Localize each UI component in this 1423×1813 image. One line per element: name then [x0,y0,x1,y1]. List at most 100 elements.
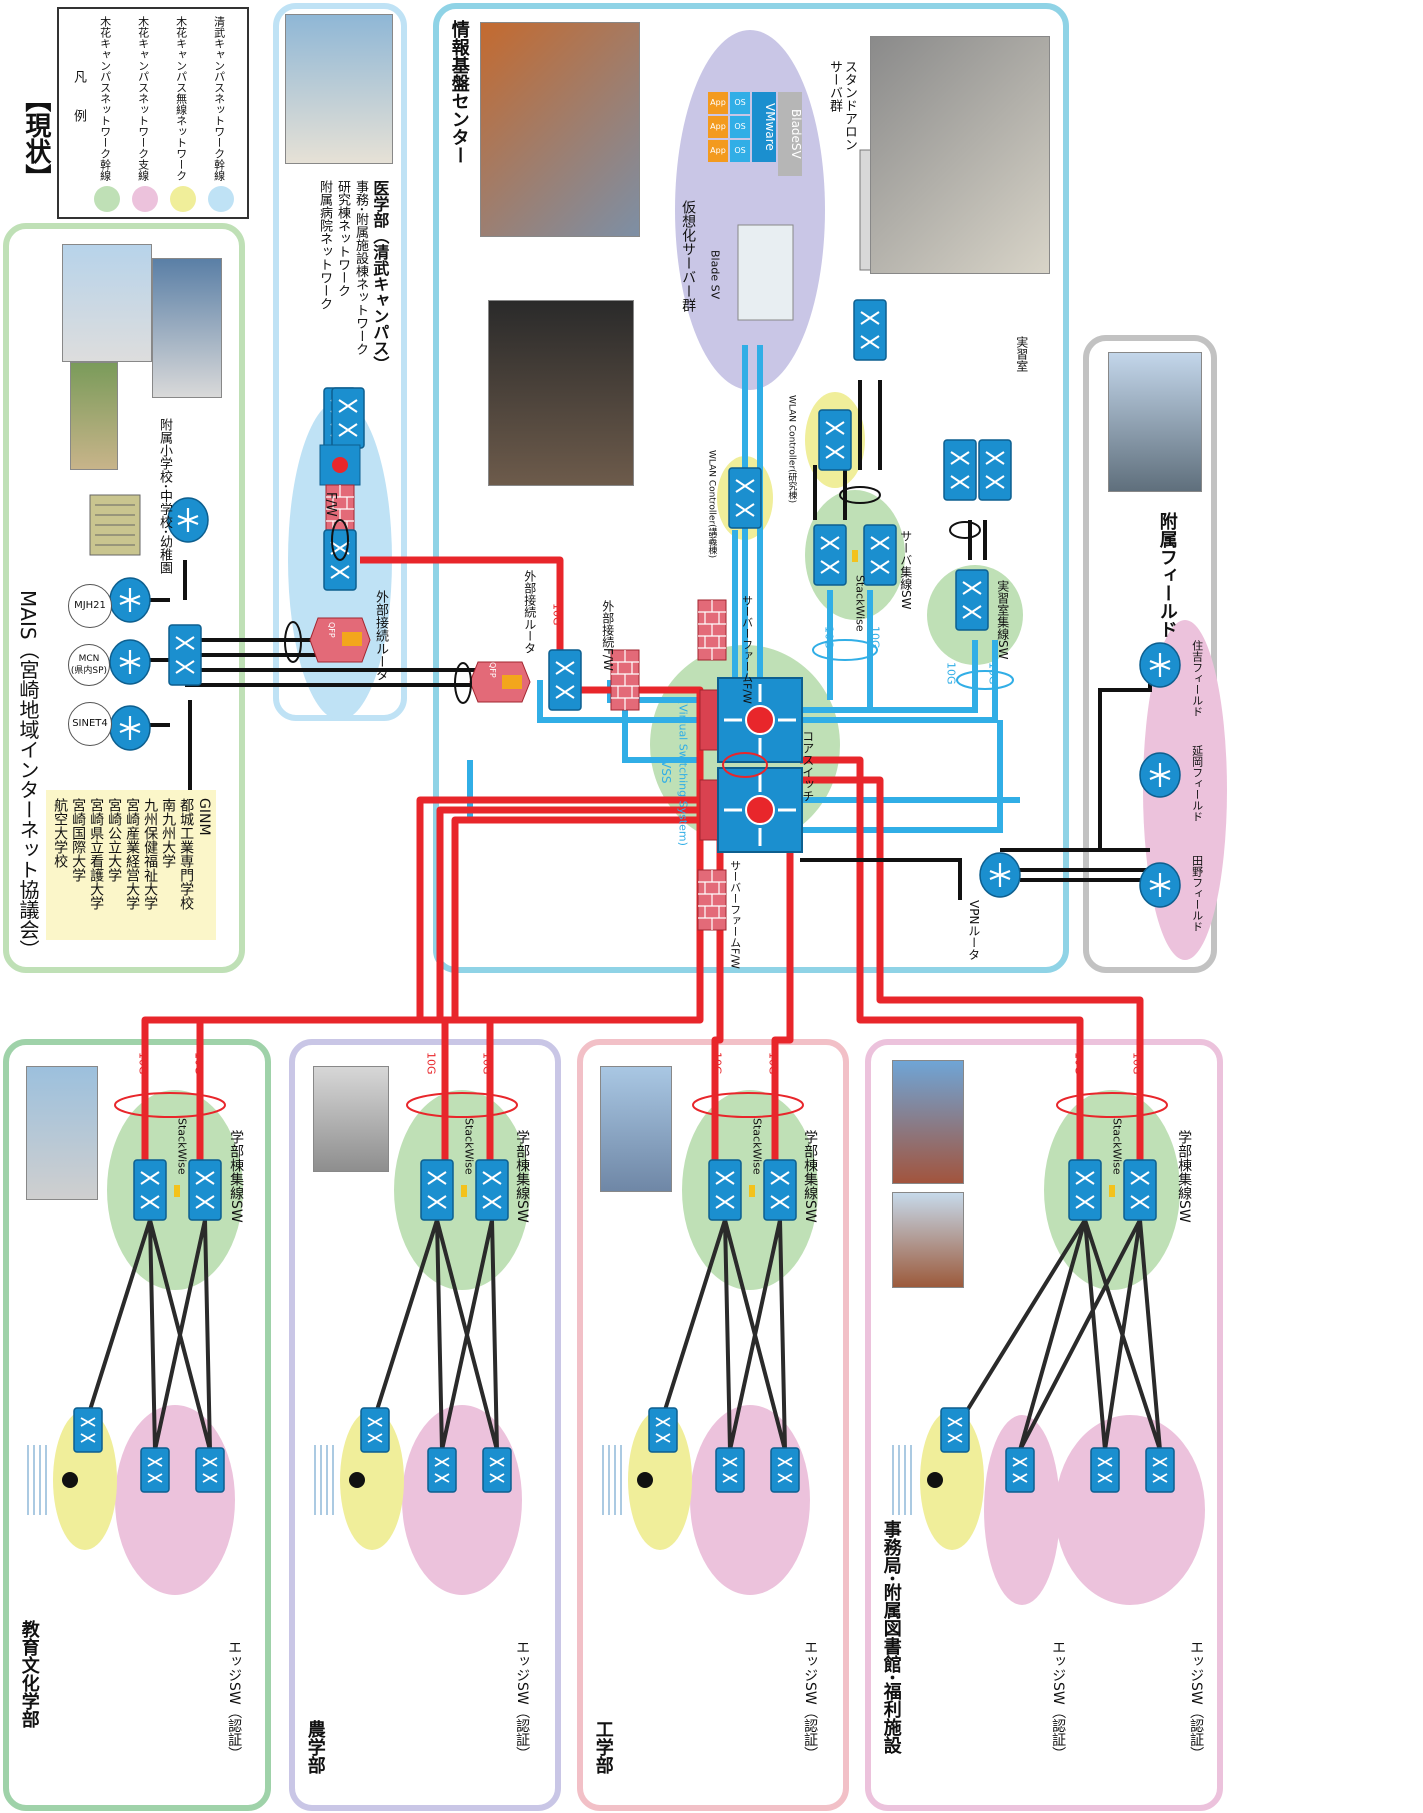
field-item: 延岡フィールド [1190,745,1204,822]
bladesv-box: BladeSV [778,92,803,176]
faculty-title: 農学部 [304,1720,326,1774]
kiyotake-photo [285,14,393,164]
legend-swatch-yellow [170,186,196,212]
legend-header: 凡 例 [70,70,86,122]
legend-items: 木花キャンパスネットワーク幹線 木花キャンパスネットワーク支線 木花キャンパス無… [92,16,242,212]
ext-router-label: 外部接続ルータ [522,570,537,654]
link-10g-label: 10G [822,626,836,649]
vm-stack: App App App OS OS OS VMware BladeSV [708,92,804,178]
vss-full-label: (Virtual Switching System) [676,700,690,846]
vmware-box: VMware [752,92,777,162]
link-10g-label: 10G [480,1052,494,1075]
farm-fw-bottom-label: サーバーファームF/W [728,860,742,969]
stackwise-label: StackWise [462,1118,476,1175]
vm-os-box: OS [730,116,750,138]
kiyotake-fw-label: F/W [322,492,338,517]
link-10g-label: 10G [1072,1052,1086,1075]
wireless-waves [27,1445,912,1515]
mjh21-bubble: MJH21 [68,584,112,628]
vm-app-box: App [708,116,728,138]
server-stackwise-label: StackWise [853,575,867,632]
kiyotake-line: 研究棟ネットワーク [334,180,350,297]
bldg-sw-label: 学部棟集線SW [802,1130,819,1223]
user-icons [62,1472,943,1488]
faculty-title: 工学部 [592,1720,614,1774]
virt-group-label: 仮想化サーバー群 [680,200,697,312]
link-10g-label: 10G [192,1052,206,1075]
office-photo-1 [892,1060,964,1184]
bldg-sw-label: 学部棟集線SW [1176,1130,1193,1223]
stackwise-marks [174,550,1115,1197]
vm-app-box: App [708,92,728,114]
field-zone [1083,335,1217,973]
center-title: 情報基盤センター [448,20,470,164]
lab-sw-label: 実習室集線SW [995,580,1010,660]
link-10g-label: 10G [986,662,1000,685]
standalone-label: スタンドアロン サーバ群 [826,60,857,151]
kiyotake-router-label: 外部接続ルータ [372,590,388,681]
edge-sw-label: エッジSW（認証） [226,1640,243,1761]
edge-sw-label: エッジSW（認証） [514,1640,531,1761]
field-item: 田野フィールド [1190,855,1204,932]
vm-os-box: OS [730,140,750,162]
mais-zone [3,223,245,973]
center-photo [480,22,640,237]
mais-member: 宮崎産業経営大学 [124,798,141,910]
mais-building [89,494,141,556]
mcn-bubble: MCN (県内SP) [68,644,110,686]
mais-title: MAIS（宮崎地域インターネット協議会） [16,590,40,960]
link-10g-label: 10G [710,1052,724,1075]
link-10g-label: 10G [766,1052,780,1075]
server-rack-photo [488,300,634,486]
agri-photo [313,1066,389,1172]
ext-fw-label: 外部接続F/W [600,600,615,671]
wlan2-label: WLAN Controller(研究棟) [786,395,797,504]
faculty-zone-office [865,1039,1223,1811]
stackwise-label: StackWise [750,1118,764,1175]
lab-room-label: 実習室 [1014,336,1029,372]
vpn-label: VPNルータ [966,900,981,961]
center-zone [433,3,1069,973]
faculty-zone-education [3,1039,271,1811]
bldg-sw-label: 学部棟集線SW [228,1130,245,1223]
mais-photo-2 [152,258,222,398]
mais-member: GINM [196,798,213,836]
school-label: 附属小学校･中学校･幼稚園 [156,418,172,574]
stackwise-label: StackWise [1110,1118,1124,1175]
mais-member-list: 航空大学校 宮崎国際大学 宮崎県立看護大学 宮崎公立大学 宮崎産業経営大学 九州… [46,790,216,940]
stackwise-label: StackWise [175,1118,189,1175]
standalone-photo [870,36,1050,274]
link-10g-label: 10G [1130,1052,1144,1075]
mais-member: 都城工業専門学校 [178,798,195,910]
vm-app-box: App [708,140,728,162]
edge-sw-label: エッジSW（認証） [1050,1640,1067,1761]
faculty-title: 教育文化学部 [18,1620,40,1728]
mais-member: 南九州大学 [160,798,177,868]
kiyotake-title: 医学部（清武キャンパス） [370,180,390,372]
legend-swatch-green [94,186,120,212]
edge-sw-label: エッジSW（認証） [1188,1640,1205,1761]
legend-label: 木花キャンパスネットワーク支線 [136,16,150,181]
mais-photo-1 [62,244,152,362]
mais-member: 宮崎国際大学 [70,798,87,882]
red-ovals [114,752,1168,1118]
field-title: 附属フィールド [1156,512,1178,638]
legend-label: 木花キャンパス無線ネットワーク [174,16,188,181]
vm-os-box: OS [730,92,750,114]
link-10g-label: 10G [868,626,882,649]
mais-member: 九州保健福祉大学 [142,798,159,910]
blue-ovals [812,639,1014,690]
sinet4-bubble: SINET4 [68,702,112,746]
legend-box [57,7,249,219]
mais-member: 宮崎県立看護大学 [88,798,105,910]
edge-sw-label: エッジSW（認証） [802,1640,819,1761]
link-10g-label: 10G [944,662,958,685]
black-ovals [284,486,981,704]
server-sw-label: サーバ集線SW [898,530,913,610]
kiyotake-devices [309,387,371,663]
virt-ellipse [675,30,825,390]
kiyotake-line: 附属病院ネットワーク [316,180,332,310]
qfp-label: QFP [488,662,498,678]
link-10g-label: 10G [424,1052,438,1075]
